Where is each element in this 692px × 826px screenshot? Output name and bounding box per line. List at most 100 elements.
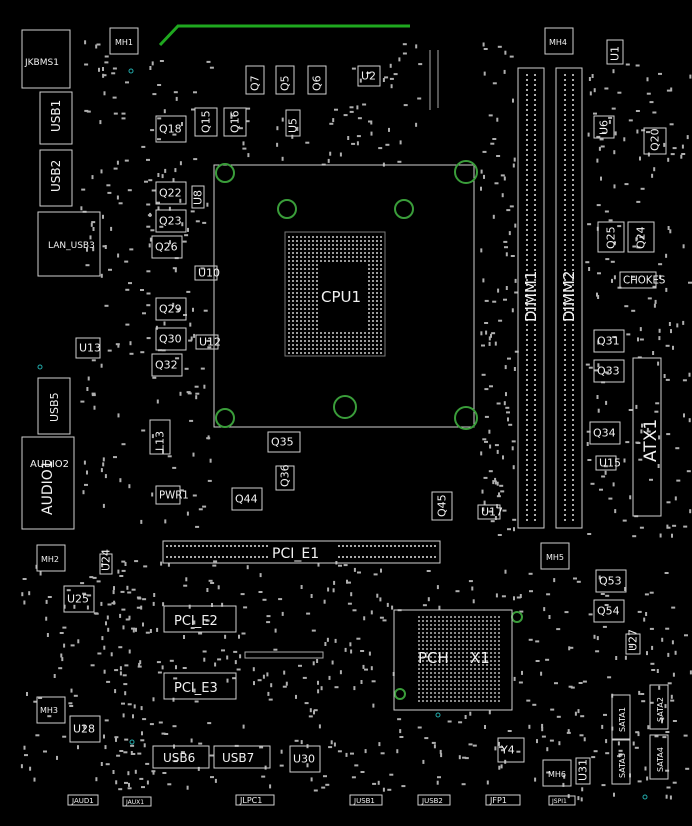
atx-connector: [632, 357, 662, 517]
u12-label: U12: [199, 336, 221, 349]
sata3-connector: [611, 739, 631, 785]
q18-label: Q18: [159, 123, 182, 136]
usb5-connector: [37, 377, 71, 435]
u24-part: [99, 553, 113, 575]
usb2-label: USB2: [49, 160, 63, 192]
q44-part: [231, 487, 263, 511]
pcie2-label: PCI_E2: [174, 614, 218, 629]
mount-holes: [215, 160, 523, 700]
q54-label: Q54: [597, 605, 620, 618]
dimm2-label: DIMM2: [560, 271, 578, 322]
sata1-connector: [611, 694, 631, 740]
q36-part: [275, 465, 295, 491]
lan-usb3-label: LAN_USB3: [48, 241, 95, 251]
sata2-label: SATA2: [656, 697, 665, 722]
u25-part: [63, 585, 95, 613]
q5-part: [275, 65, 295, 95]
u15-label: U15: [599, 457, 621, 470]
audio2-label: AUDIO2: [30, 459, 69, 470]
u31-label: U31: [577, 759, 590, 781]
usb6-label: USB6: [163, 751, 195, 765]
atx-label: ATX1: [641, 419, 661, 462]
u1-part: [606, 39, 624, 65]
q30-label: Q30: [159, 333, 182, 346]
usb7-label: USB7: [222, 751, 254, 765]
jspi1-label: JSPI1: [551, 798, 567, 805]
q36-label: Q36: [279, 464, 292, 487]
q23-part: [155, 209, 187, 233]
jfp1-label: JFP1: [489, 796, 507, 805]
u27-part: [625, 633, 641, 655]
pcie-x1-slot-3: [163, 672, 237, 700]
q6-label: Q6: [311, 75, 324, 91]
q34-part: [589, 421, 621, 445]
q6-part: [307, 65, 327, 95]
u6-label: U6: [598, 120, 611, 135]
u13-label: U13: [79, 342, 101, 355]
u8-label: U8: [192, 190, 205, 205]
y4-part: [497, 737, 525, 763]
q24-part: [627, 221, 655, 253]
cpu-socket: [213, 164, 475, 428]
u5-part: [285, 109, 301, 137]
q29-part: [155, 297, 187, 321]
pcie-x16-slot: [162, 540, 441, 564]
u13-part: [75, 337, 101, 359]
q33-label: Q33: [597, 365, 620, 378]
sata4-label: SATA4: [656, 747, 665, 772]
q16-part: [223, 107, 247, 137]
l13-part: [149, 419, 171, 455]
jlpc1-label: JLPC1: [239, 796, 262, 805]
u17-label: U17: [481, 506, 503, 519]
dimm-slots: [517, 67, 583, 529]
q44-label: Q44: [235, 493, 258, 506]
u10-label: U10: [198, 267, 220, 280]
q30-part: [155, 327, 187, 351]
u1-label: U1: [609, 46, 622, 61]
usb7-header: [213, 745, 271, 769]
sata3-label: SATA3: [618, 753, 627, 778]
q26-part: [151, 235, 183, 259]
u2-label: U2: [361, 70, 376, 83]
q16-label: Q16: [229, 110, 242, 133]
mh3-label: MH3: [40, 706, 58, 715]
jusb2-label: JUSB2: [421, 797, 443, 805]
q20-label: Q20: [649, 128, 662, 151]
pcie-x1-slot-2: [163, 605, 237, 633]
cpu-pin-grid: [288, 236, 382, 354]
u30-label: U30: [293, 753, 315, 766]
q24-label: Q24: [635, 226, 648, 249]
q20-part: [643, 127, 667, 155]
q31-part: [593, 329, 625, 353]
smd-pad-field: [20, 40, 692, 802]
lan-usb3-connector: [37, 211, 101, 277]
u24-label: U24: [100, 549, 113, 571]
board-trace-right: [429, 50, 439, 110]
q54-part: [593, 599, 625, 623]
q53-label: Q53: [599, 575, 622, 588]
mh1-label: MH1: [115, 38, 133, 47]
y4-label: Y4: [500, 744, 515, 757]
q45-part: [431, 491, 453, 521]
jaux1-label: JAUX1: [125, 799, 144, 806]
u15-part: [595, 455, 617, 471]
pcie3-label: PCI_E3: [174, 681, 218, 696]
mh2-label: MH2: [41, 555, 59, 564]
q7-label: Q7: [249, 75, 262, 91]
q45-label: Q45: [436, 494, 449, 517]
u28-label: U28: [73, 723, 95, 736]
usb2-connector: [39, 149, 73, 207]
u25-label: U25: [67, 593, 89, 606]
usb5-label: USB5: [48, 392, 61, 422]
l13-label: L13: [154, 431, 167, 451]
mh4-label: MH4: [549, 38, 567, 47]
q15-label: Q15: [200, 110, 213, 133]
audio-connector: [21, 436, 75, 530]
u27-label: U27: [627, 629, 640, 651]
sata2-connector: [649, 684, 669, 730]
u31-part: [575, 757, 591, 785]
pch-chip: [393, 609, 513, 711]
chip-x1-label: X1: [470, 649, 490, 667]
q7-part: [245, 65, 265, 95]
